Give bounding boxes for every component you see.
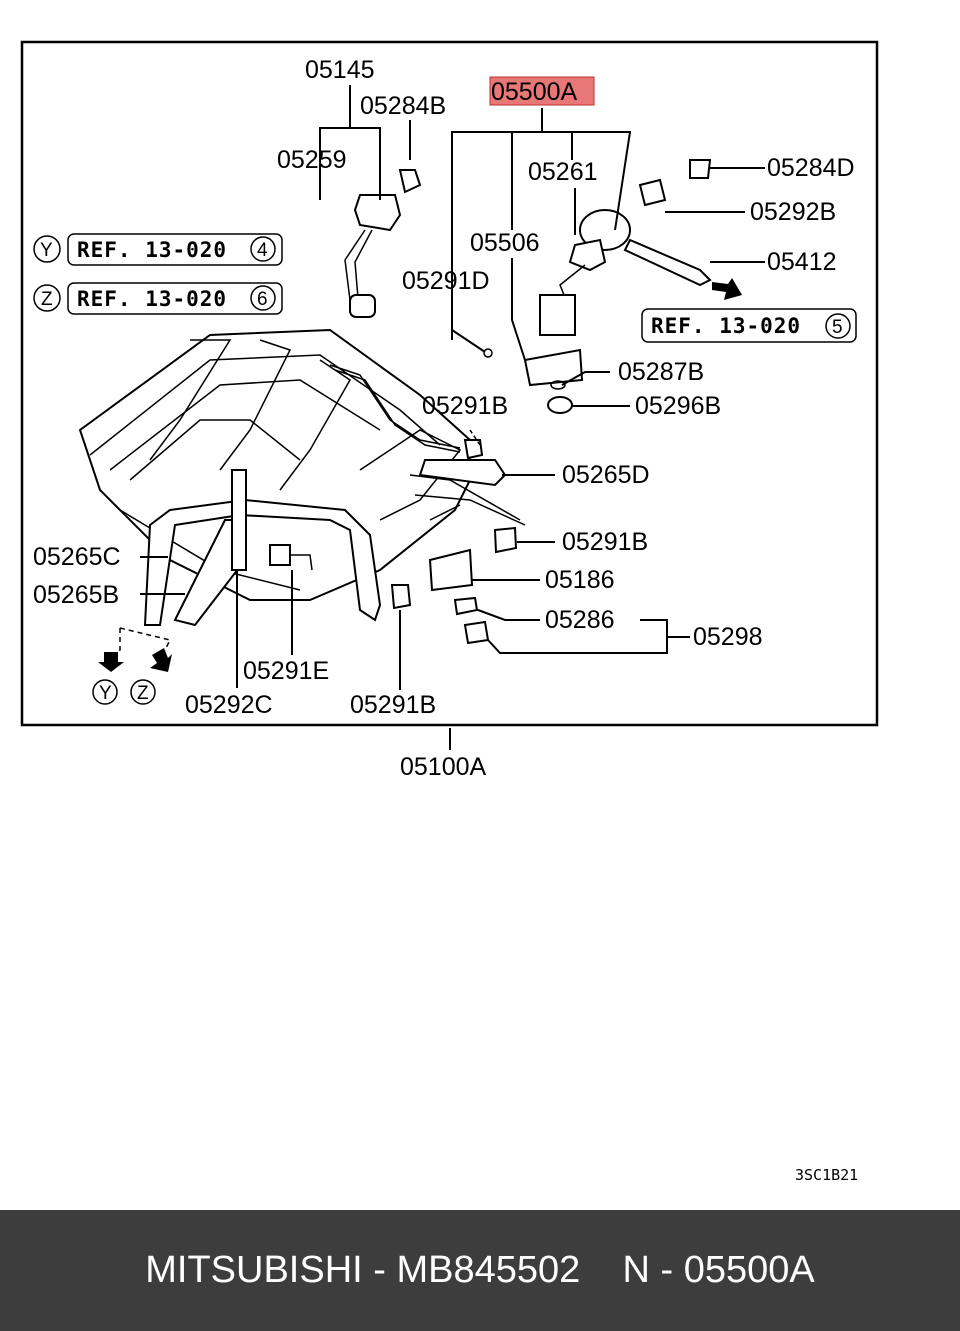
- ref-num-circle: [250, 285, 276, 311]
- part-label-05259[interactable]: 05259: [277, 146, 347, 174]
- ref-marker-z: Z: [41, 289, 53, 310]
- highlight-box: [489, 76, 595, 106]
- fuel-pump-drawing: [483, 159, 712, 414]
- part-label-05292c[interactable]: 05292C: [185, 691, 273, 719]
- part-label-05506[interactable]: 05506: [470, 229, 540, 257]
- ref-frame: [67, 233, 283, 266]
- ref-box-z[interactable]: Z REF. 13-020 6: [33, 282, 283, 315]
- ref-marker-y: Y: [40, 240, 53, 261]
- ref-num: 4: [257, 240, 268, 261]
- ref-box-y[interactable]: Y REF. 13-020 4: [33, 233, 283, 266]
- part-label-05291b-lower[interactable]: 05291B: [350, 691, 436, 719]
- diagram-frame: [20, 40, 879, 727]
- arrow-marker-y-circle: [92, 679, 118, 705]
- fuel-gauge-unit-drawing: [344, 169, 422, 318]
- part-label-05265d[interactable]: 05265D: [562, 461, 650, 489]
- part-label-05284b[interactable]: 05284B: [360, 92, 446, 120]
- small-parts-drawing: [269, 439, 518, 645]
- part-label-05296b[interactable]: 05296B: [635, 392, 721, 420]
- arrow-ref5: [712, 278, 742, 300]
- ref-frame: [641, 308, 857, 343]
- ref-num-circle: [825, 313, 851, 339]
- part-label-05100a[interactable]: 05100A: [400, 753, 487, 781]
- parts-diagram: 05145 05284B 05259 05500A 05261 05284D 0…: [20, 40, 879, 1184]
- arrow-marker-y: Y: [99, 683, 112, 704]
- footer-part-info: MITSUBISHI - MB845502 N - 05500A: [145, 1249, 815, 1291]
- part-label-05186[interactable]: 05186: [545, 566, 615, 594]
- ref-marker-circle: [33, 235, 61, 263]
- diagram-code: 3SC1B21: [795, 1166, 858, 1184]
- part-label-05287b[interactable]: 05287B: [618, 358, 704, 386]
- arrow-marker-z: Z: [137, 683, 149, 704]
- ref-text: REF. 13-020: [77, 238, 227, 262]
- part-label-05298[interactable]: 05298: [693, 623, 763, 651]
- ref-frame: [67, 282, 283, 315]
- part-label-05292b[interactable]: 05292B: [750, 198, 836, 226]
- ref-num: 5: [832, 317, 843, 338]
- ref-marker-circle: [33, 284, 61, 312]
- part-label-05265c[interactable]: 05265C: [33, 543, 121, 571]
- part-label-05291b-middle[interactable]: 05291B: [562, 528, 648, 556]
- ref-num: 6: [257, 289, 268, 310]
- flow-arrows: [98, 278, 742, 672]
- part-label-05261[interactable]: 05261: [528, 158, 598, 186]
- part-label-05284d[interactable]: 05284D: [767, 154, 855, 182]
- part-label-05291d[interactable]: 05291D: [402, 267, 490, 295]
- part-label-05412[interactable]: 05412: [767, 248, 837, 276]
- ref-num-circle: [250, 236, 276, 262]
- leader-lines: [111, 85, 765, 750]
- arrow-z: [150, 648, 172, 672]
- part-label-05291e[interactable]: 05291E: [243, 657, 329, 685]
- arrow-y: [98, 652, 124, 672]
- part-label-05145[interactable]: 05145: [305, 56, 375, 84]
- ref-text: REF. 13-020: [77, 287, 227, 311]
- part-label-05286[interactable]: 05286: [545, 606, 615, 634]
- part-label-05265b[interactable]: 05265B: [33, 581, 119, 609]
- arrow-marker-z-circle: [130, 679, 156, 705]
- footer-bar: MITSUBISHI - MB845502 N - 05500A: [0, 1210, 960, 1331]
- ref-box-5[interactable]: REF. 13-020 5: [641, 308, 857, 343]
- part-label-05500a[interactable]: 05500A: [491, 78, 578, 106]
- part-label-05291b-upper[interactable]: 05291B: [422, 392, 508, 420]
- ref-text: REF. 13-020: [651, 314, 801, 338]
